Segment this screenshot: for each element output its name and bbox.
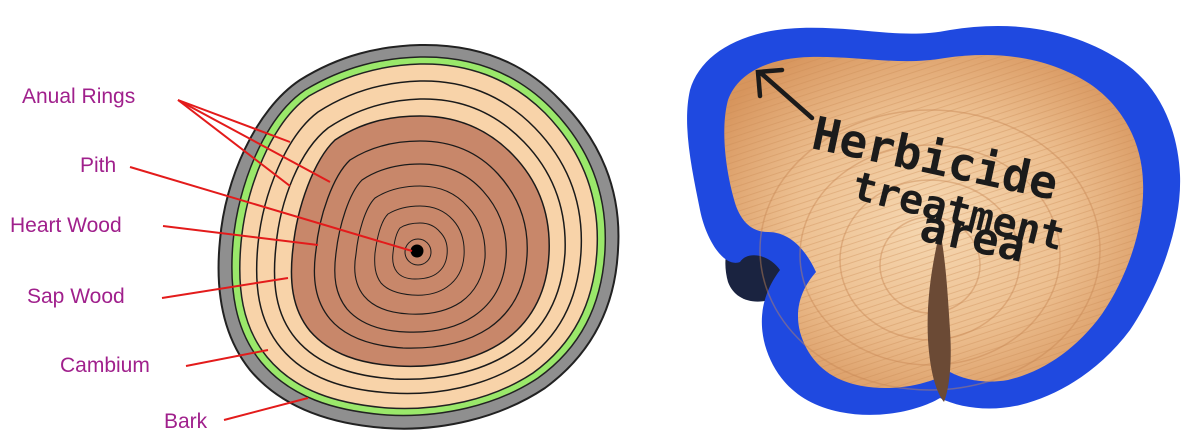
leader-bark (224, 398, 308, 420)
heart-wood-layer (291, 116, 549, 366)
label-pith: Pith (80, 154, 116, 177)
diagram-labels: Anual Rings Pith Heart Wood Sap Wood Cam… (10, 85, 208, 433)
label-cambium: Cambium (60, 354, 150, 377)
pith-core (411, 245, 424, 258)
stump-photo: Herbicide treatment area (687, 26, 1180, 415)
label-bark: Bark (164, 410, 208, 433)
label-heart-wood: Heart Wood (10, 214, 122, 237)
label-sap-wood: Sap Wood (27, 285, 125, 308)
label-annual-rings: Anual Rings (22, 85, 135, 108)
tree-cross-section-diagram: Anual Rings Pith Heart Wood Sap Wood Cam… (10, 45, 618, 433)
